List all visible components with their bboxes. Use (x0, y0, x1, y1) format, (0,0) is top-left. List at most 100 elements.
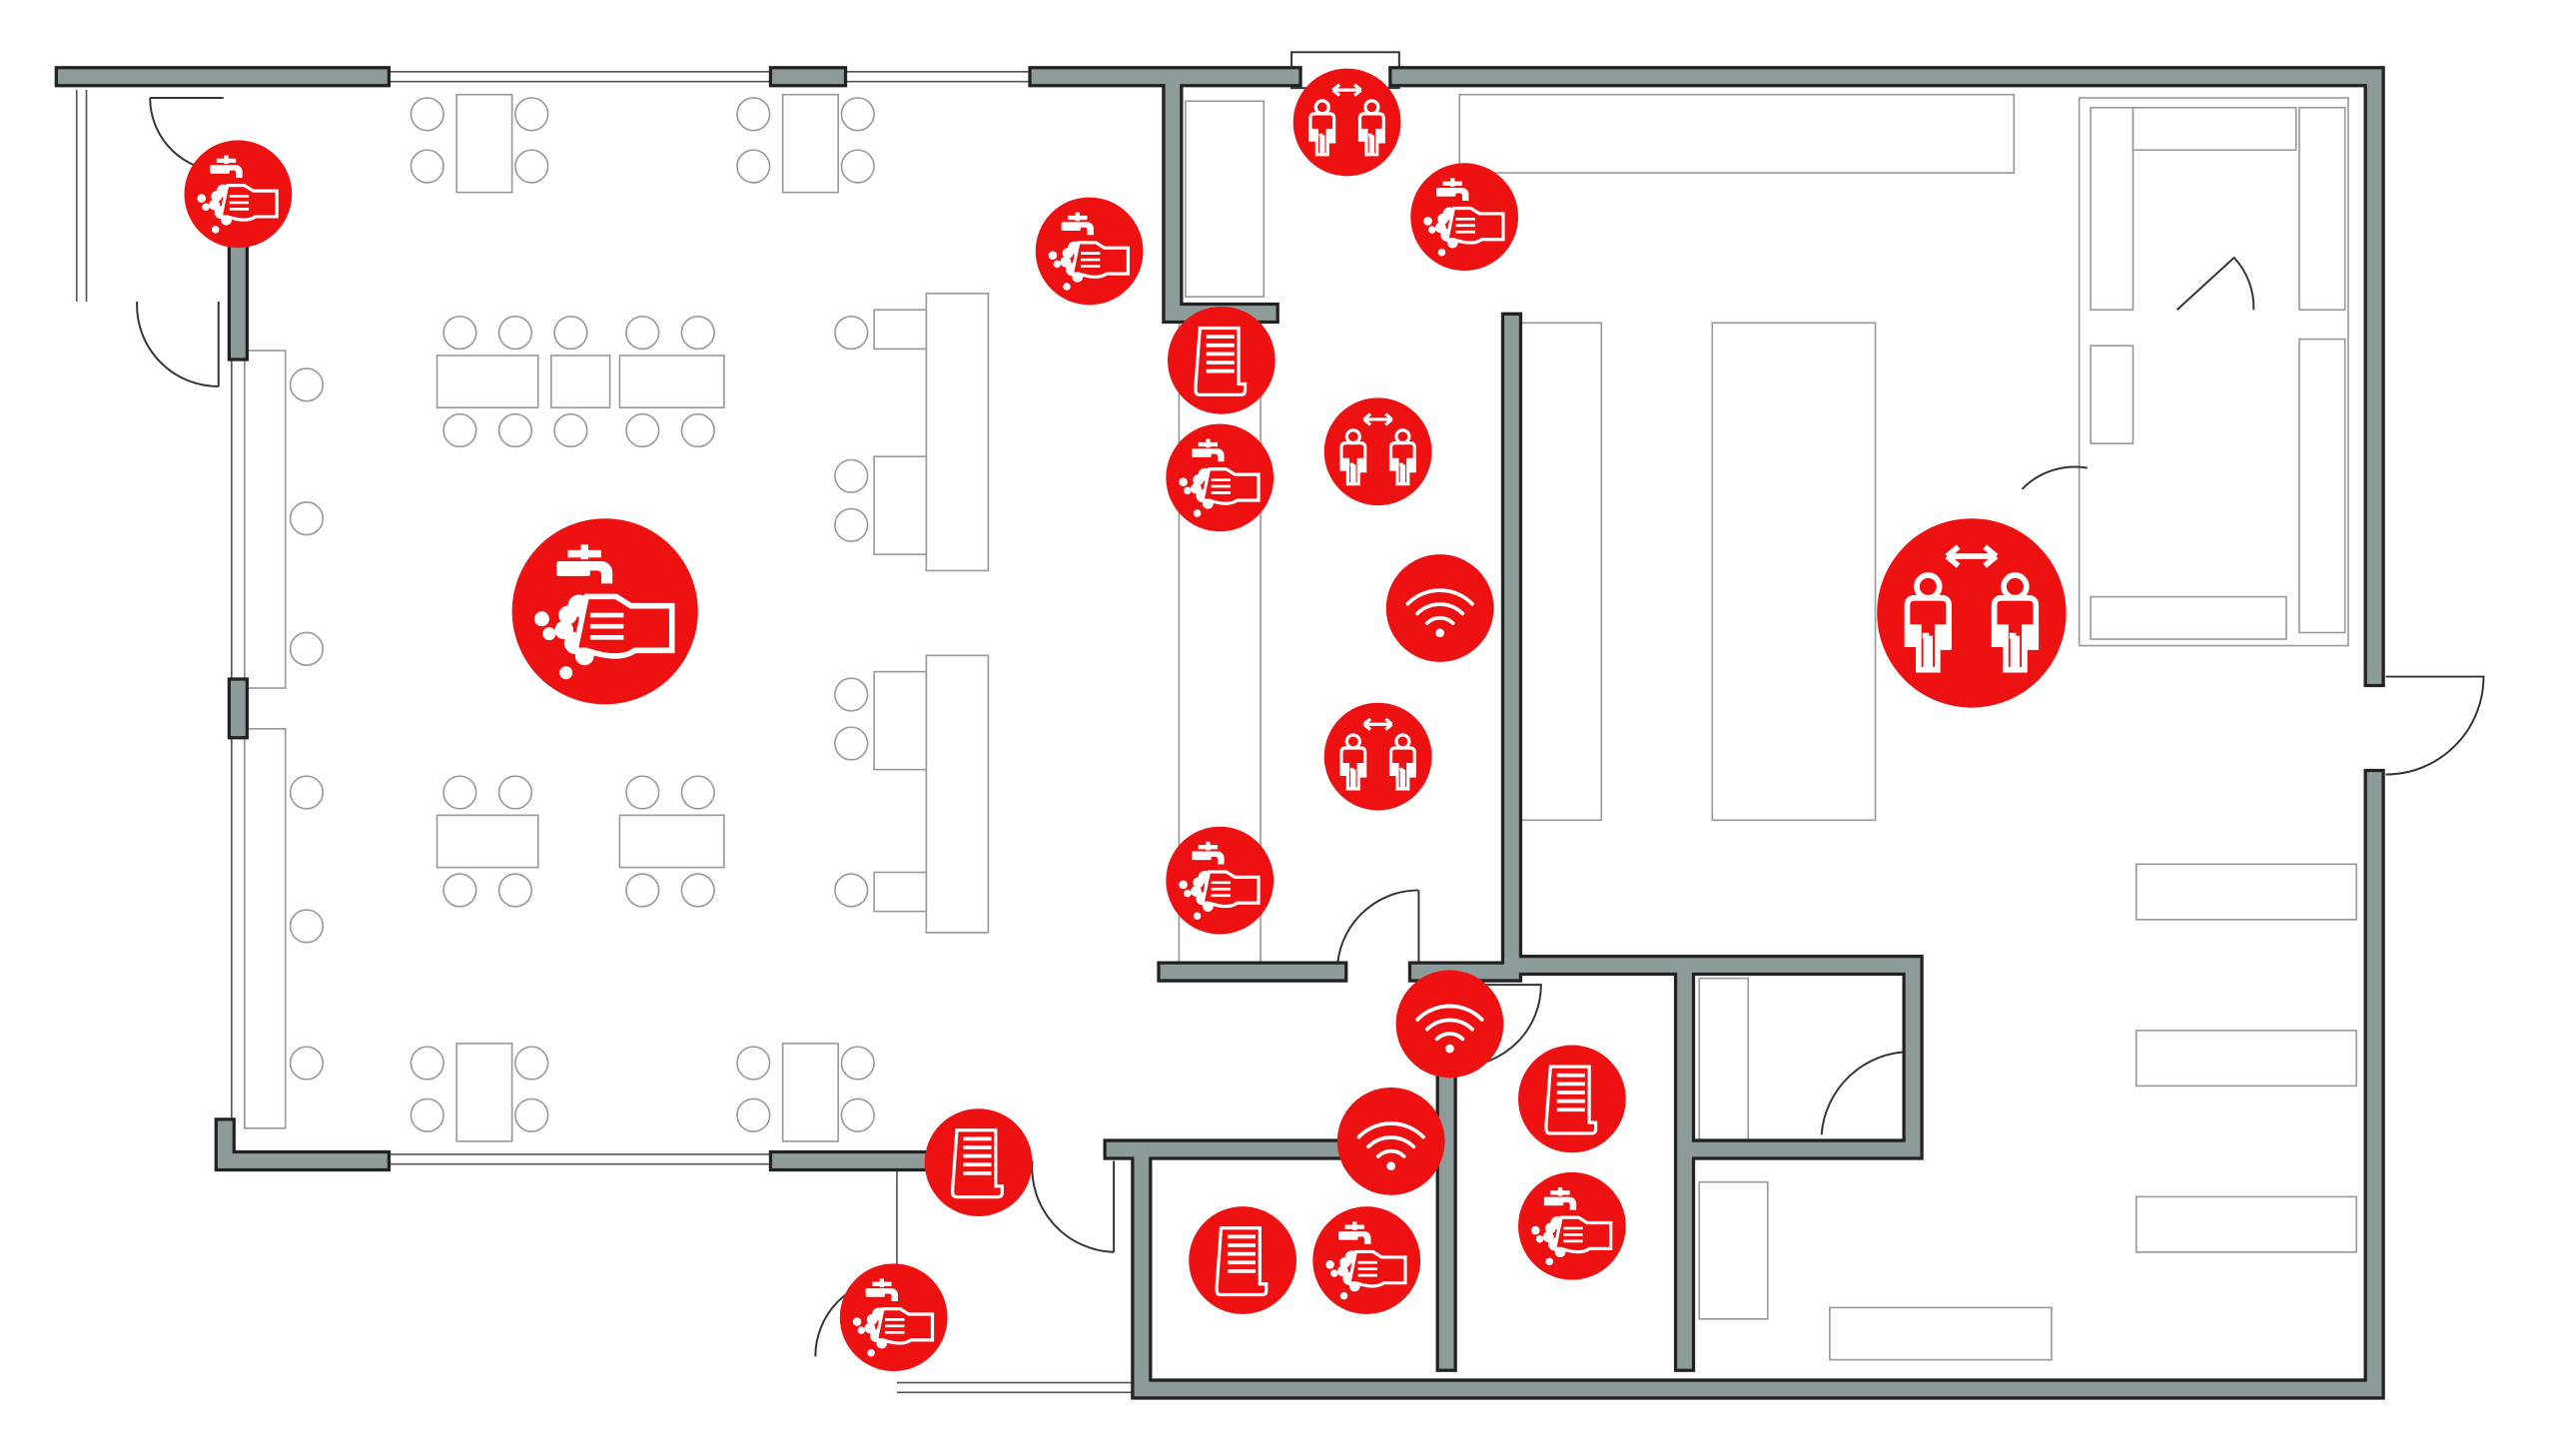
furniture-piece (1711, 322, 1877, 822)
chair (410, 149, 444, 184)
chair (736, 97, 771, 132)
chair (736, 1046, 771, 1081)
chair (834, 726, 869, 761)
chair (834, 315, 869, 351)
chair (289, 775, 325, 810)
furniture-piece (873, 309, 928, 351)
chair (514, 1097, 549, 1132)
furniture-piece (244, 728, 287, 1129)
furniture-piece (455, 1043, 513, 1142)
chair (497, 775, 533, 810)
wifi-icon (1334, 1086, 1447, 1197)
chair (736, 149, 771, 184)
notice-document-icon (1187, 1204, 1298, 1316)
chair (680, 873, 715, 908)
chair (497, 412, 533, 448)
social-distancing-icon (1322, 395, 1434, 507)
notice-document-icon (1516, 1043, 1628, 1155)
chair (497, 873, 533, 908)
wifi-icon (1393, 968, 1506, 1081)
chair (625, 775, 660, 810)
hand-washing-icon (1408, 161, 1520, 273)
walls (54, 66, 2385, 1400)
chair (680, 775, 715, 810)
chair (840, 149, 875, 184)
furniture-piece (2134, 863, 2357, 921)
furniture-piece (2134, 1195, 2357, 1253)
chair (514, 1046, 549, 1081)
windows (75, 71, 1142, 1394)
chair (736, 1097, 771, 1132)
chair (834, 458, 869, 493)
chair (834, 507, 869, 542)
hand-washing-icon (838, 1261, 950, 1373)
furniture-piece (2090, 345, 2134, 444)
furniture-piece (244, 350, 287, 689)
furniture-piece (455, 93, 513, 194)
hand-washing-icon (1164, 825, 1276, 937)
chair (442, 775, 477, 810)
furniture-piece (618, 355, 725, 408)
chair (410, 1097, 444, 1132)
chair (289, 631, 325, 666)
social-distancing-icon (1291, 66, 1403, 178)
furniture-piece (2134, 1030, 2357, 1088)
chair (834, 677, 869, 712)
chair (553, 412, 588, 448)
furniture-piece (1458, 93, 2016, 174)
wifi-icon (1383, 552, 1496, 664)
furniture-piece (1698, 1180, 1769, 1320)
furniture-piece (781, 1043, 839, 1142)
social-distancing-icon (1322, 701, 1434, 813)
chair (442, 315, 477, 351)
chair (680, 412, 715, 448)
furniture-piece (781, 93, 839, 194)
hand-washing-icon (1164, 421, 1276, 533)
chair (289, 367, 325, 402)
furniture (244, 93, 2357, 1361)
chair (625, 315, 660, 351)
hand-washing-icon (182, 138, 294, 250)
furniture-piece (873, 871, 928, 913)
furniture-piece (435, 355, 539, 408)
chair (442, 412, 477, 448)
furniture-piece (2298, 338, 2346, 634)
chair (625, 873, 660, 908)
furniture-piece (873, 455, 928, 555)
chair (840, 97, 875, 132)
social-distancing-icon (1877, 518, 2066, 707)
chair (680, 315, 715, 351)
furniture-piece (550, 355, 611, 408)
hand-washing-icon (512, 518, 698, 704)
furniture-piece (925, 654, 990, 934)
furniture-piece (2131, 106, 2297, 152)
furniture-piece (1698, 977, 1750, 1142)
furniture-piece (435, 814, 539, 869)
chair (410, 1046, 444, 1081)
hand-washing-icon (1516, 1170, 1628, 1282)
chair (553, 315, 588, 351)
hand-washing-icon (1310, 1204, 1422, 1316)
furniture-piece (1185, 100, 1266, 298)
furniture-piece (2090, 595, 2287, 640)
notice-document-icon (922, 1106, 1035, 1218)
chair (840, 1046, 875, 1081)
chair (840, 1097, 875, 1132)
chair (497, 315, 533, 351)
furniture-piece (925, 293, 990, 572)
chair (625, 412, 660, 448)
chair (289, 909, 325, 944)
chair (289, 1046, 325, 1081)
furniture-piece (2090, 106, 2134, 312)
hand-washing-icon (1034, 195, 1146, 307)
furniture-piece (1829, 1306, 2053, 1361)
furniture-piece (618, 814, 725, 869)
notice-document-icon (1166, 305, 1278, 416)
furniture-piece (2298, 106, 2346, 312)
chair (410, 97, 444, 132)
chair (834, 873, 869, 908)
chair (514, 149, 549, 184)
chair (442, 873, 477, 908)
furniture-piece (873, 670, 928, 771)
